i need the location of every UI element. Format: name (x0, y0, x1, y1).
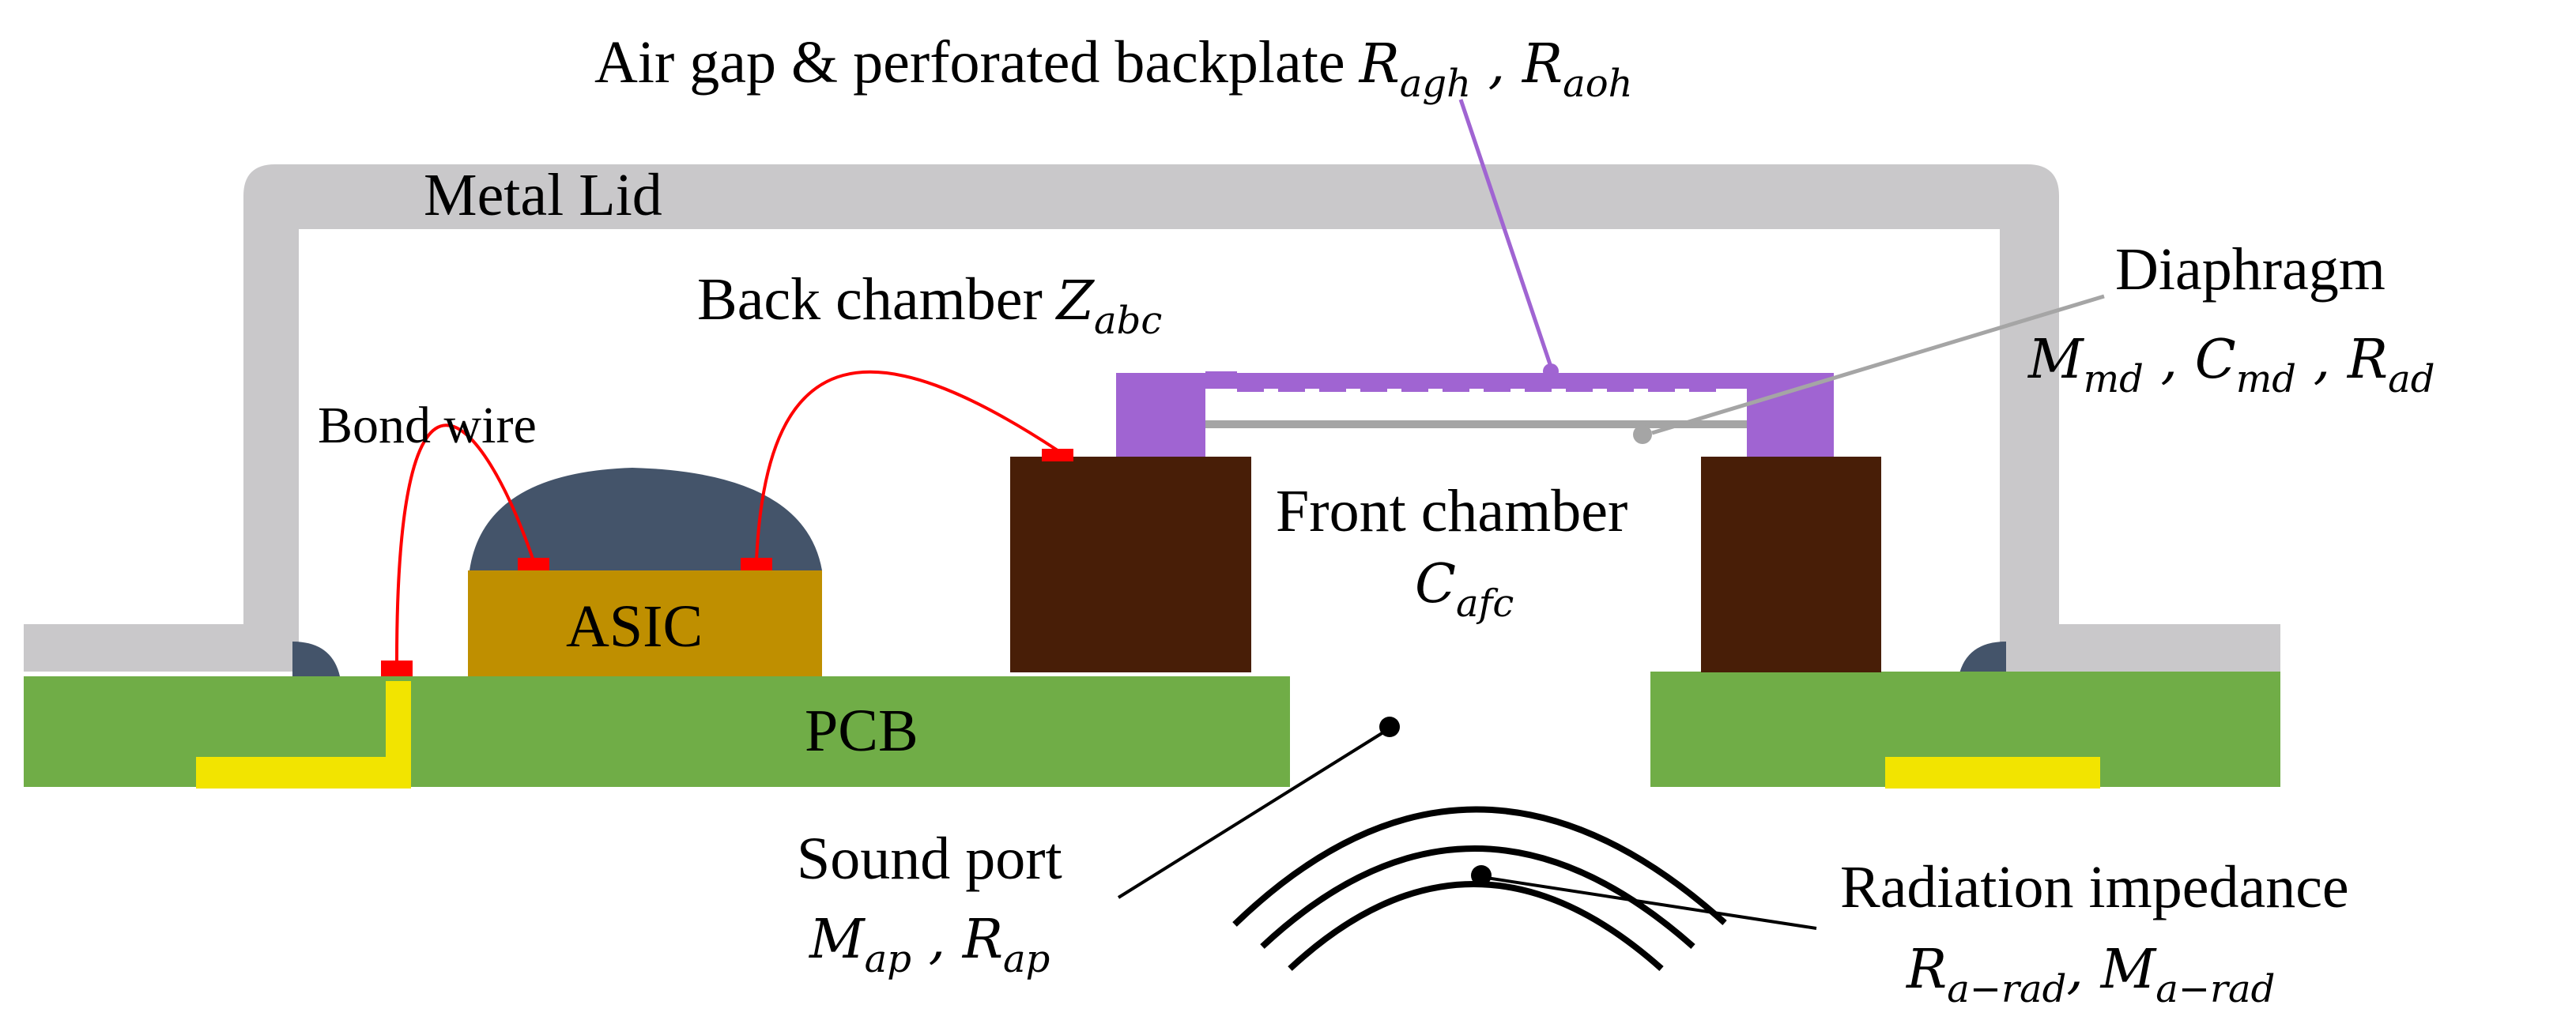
label-metal-lid: Metal Lid (424, 162, 662, 228)
bond-pad-mems (1042, 449, 1073, 461)
asic-glob-top (470, 468, 822, 570)
backplate-connector (1205, 371, 1237, 378)
metal-lid (24, 164, 2280, 672)
leader-air-gap (1458, 99, 1553, 367)
label-bond-wire: Bond wire (318, 397, 537, 454)
bond-pad-asic-left (518, 558, 549, 570)
bond-pad-asic-right (741, 558, 772, 570)
label-air-gap: Air gap & perforated backplate Ragh , Ra… (594, 29, 1633, 106)
leader-air-gap-dot (1543, 363, 1559, 379)
label-back-chamber: Back chamber Zabc (697, 266, 1162, 343)
label-sound-port: Sound port (797, 826, 1062, 892)
trace-via-left (196, 676, 411, 789)
leader-sound-port-dot (1379, 717, 1400, 737)
leader-sound-port (1117, 727, 1391, 899)
label-diaphragm: Diaphragm (2115, 236, 2386, 303)
label-radiation-impedance: Radiation impedance (1840, 854, 2349, 920)
mems-block-right (1701, 457, 1881, 672)
leader-radiation (1480, 875, 1817, 930)
radiation-arcs (1232, 806, 1727, 971)
leader-diaphragm (1651, 294, 2105, 435)
leader-radiation-dot (1471, 865, 1492, 886)
trace-pad-right (1885, 757, 2100, 789)
backplate-frame (1116, 373, 1834, 457)
backplate-perforations (1237, 373, 1716, 392)
glue-fillet-right (1959, 642, 2006, 676)
glue-fillet-left (292, 642, 340, 676)
bond-pad-pcb (381, 661, 413, 676)
bond-wire-right (755, 370, 1059, 562)
label-diaphragm-symbols: Mmd , Cmd , Rad (2027, 329, 2435, 401)
mems-block-left (1010, 457, 1251, 672)
label-sound-port-symbols: Map , Rap (808, 909, 1050, 981)
label-asic: ASIC (566, 593, 703, 660)
label-pcb: PCB (805, 698, 918, 764)
label-front-chamber: Front chamber (1276, 478, 1627, 544)
label-front-chamber-symbol: Cafc (1415, 553, 1514, 626)
asic-die (468, 570, 822, 676)
bond-wire-left (395, 423, 535, 661)
label-radiation-symbols: Ra−rad, Ma−rad (1905, 939, 2275, 1011)
diaphragm-membrane (1205, 420, 1747, 428)
leader-diaphragm-dot (1633, 425, 1652, 444)
